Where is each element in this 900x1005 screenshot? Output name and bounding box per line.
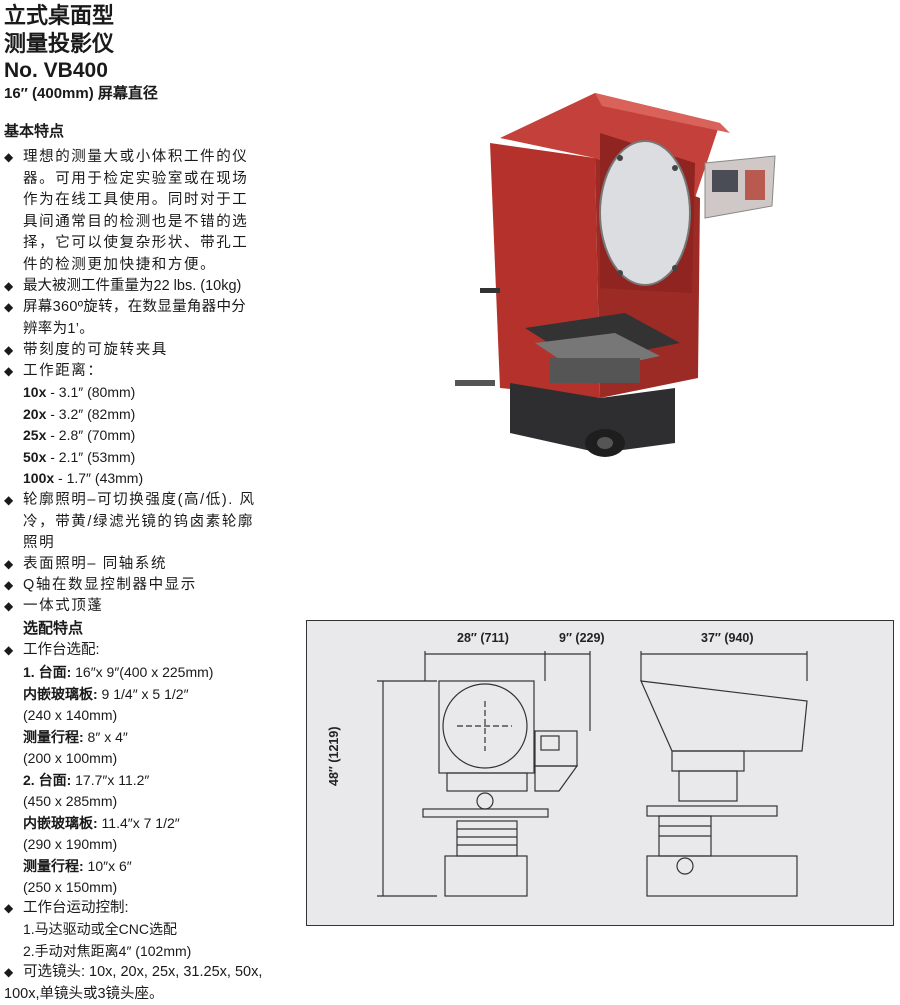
screen-size: 16″ (400mm) 屏幕直径 — [4, 85, 158, 102]
distance-row: 20x - 3.2″ (82mm) — [23, 405, 136, 422]
distance-row: 25x - 2.8″ (70mm) — [23, 427, 136, 443]
optional-features-heading: 选配特点 — [23, 620, 84, 637]
distance-row: 50x - 2.1″ (53mm) — [23, 448, 136, 465]
dim-width-front: 28″ (711) — [457, 631, 509, 645]
product-title-line1: 立式桌面型 — [4, 3, 115, 28]
distance-row: 10x - 3.1″ (80mm) — [23, 384, 136, 400]
bullet-diamond-icon: ◆ — [4, 279, 14, 293]
dim-depth: 37″ (940) — [701, 631, 754, 645]
title-block: 立式桌面型 测量投影仪 No. VB400 16″ (400mm) 屏幕直径 — [4, 2, 158, 104]
product-title-line2: 测量投影仪 — [4, 31, 115, 56]
bullet-diamond-icon: ◆ — [4, 643, 14, 657]
dim-width-side: 9″ (229) — [559, 631, 605, 645]
bullet-diamond-icon: ◆ — [4, 578, 14, 592]
dim-height: 48″ (1219) — [327, 726, 341, 787]
profile-projector-photo — [455, 93, 776, 457]
feature-item: ◆ 理想的测量大或小体积工件的仪 器。可用于检定实验室或在现场 作为在线工具使用… — [4, 149, 249, 273]
bullet-diamond-icon: ◆ — [4, 300, 14, 314]
bullet-diamond-icon: ◆ — [4, 150, 14, 164]
bullet-diamond-icon: ◆ — [4, 343, 14, 357]
dimension-drawing: 28″ (711) 9″ (229) 37″ (940) 48″ (1219) — [306, 620, 894, 926]
bullet-diamond-icon: ◆ — [4, 493, 14, 507]
distance-row: 100x - 1.7″ (43mm) — [23, 470, 144, 486]
bullet-diamond-icon: ◆ — [4, 965, 14, 979]
bullet-diamond-icon: ◆ — [4, 599, 14, 613]
model-number: No. VB400 — [4, 59, 108, 82]
dimension-drawing-lines — [377, 651, 808, 897]
bullet-diamond-icon: ◆ — [4, 557, 14, 571]
bullet-diamond-icon: ◆ — [4, 364, 14, 378]
basic-features-heading: 基本特点 — [4, 123, 65, 140]
bullet-diamond-icon: ◆ — [4, 901, 14, 915]
